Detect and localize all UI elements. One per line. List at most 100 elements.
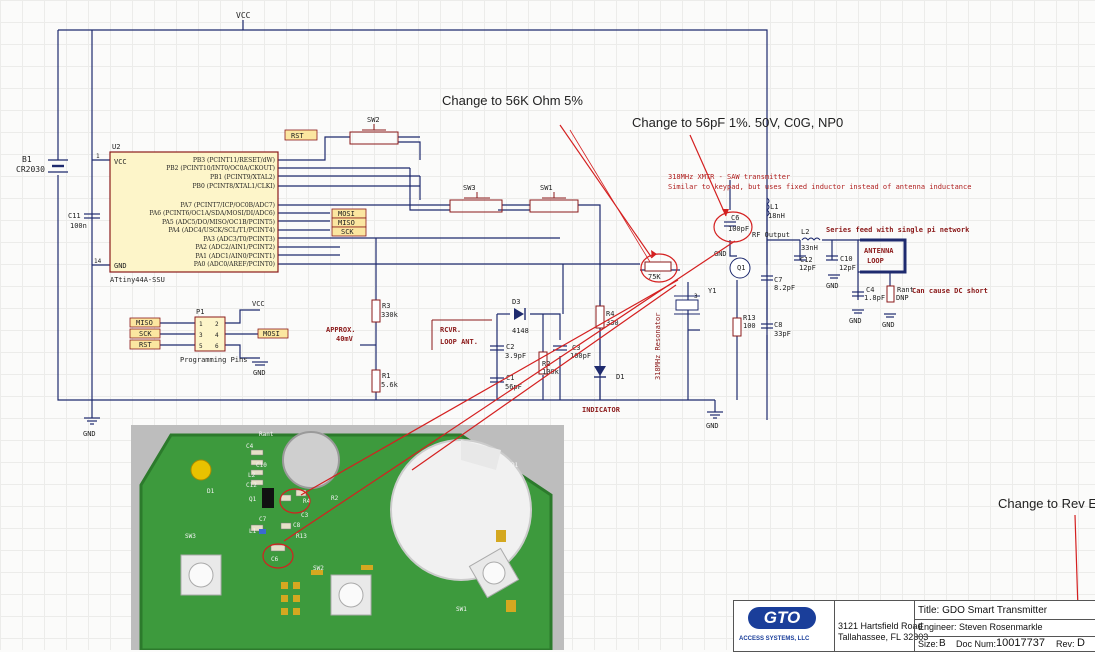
engineer: Engineer: Steven Rosenmarkle	[918, 622, 1043, 632]
gto-logo-sub: ACCESS SYSTEMS, LLC	[739, 636, 810, 642]
l1-ref: L1	[770, 203, 778, 211]
c11-ref: C11	[68, 212, 81, 220]
battery-ref: B1	[22, 155, 32, 164]
pcb-silkscreen-label: Rant	[259, 431, 274, 438]
doc-num-label: Doc Num:	[956, 639, 997, 649]
c6-value: 100pF	[728, 225, 749, 233]
vcc-top-label: VCC	[236, 11, 251, 20]
sw1-ref: SW1	[540, 184, 553, 192]
doc-num-value: 10017737	[996, 637, 1045, 649]
c3-ref: C3	[572, 344, 580, 352]
pcb-silkscreen-label: C4	[246, 443, 254, 450]
mcu-pin-label: PA4 (ADC4/USCK/SCL/T1/PCINT4)	[168, 227, 275, 234]
p1-pin: 5	[199, 343, 203, 350]
mcu-pin-label: PA2 (ADC2/AIN1/PCINT2)	[195, 244, 275, 251]
d1-ref: D1	[616, 373, 624, 381]
l1-inductor-symbol	[766, 197, 770, 217]
p1-header-body	[194, 316, 226, 352]
r75k-symbol	[644, 261, 672, 272]
gto-logo: GTO	[740, 607, 826, 633]
r1-ref: R1	[382, 372, 390, 380]
change-rev-note: Change to Rev E	[998, 496, 1095, 511]
l2-ref: L2	[801, 228, 809, 236]
size-value: B	[939, 638, 946, 649]
pcb-silkscreen-label: L1	[249, 528, 257, 535]
l1-value: 18nH	[768, 212, 785, 220]
series-feed-note: Series feed with single pi network	[826, 226, 970, 234]
rant-ref: Rant	[897, 286, 914, 294]
c6-ref: C6	[731, 214, 739, 222]
approx-label: APPROX.	[326, 326, 356, 334]
p1-sck-label: SCK	[139, 330, 152, 338]
gnd-label: GND	[83, 430, 96, 438]
gnd-icon	[84, 274, 896, 425]
change-resistor-note: Change to 56K Ohm 5%	[442, 93, 583, 108]
mosi-net-label: MOSI	[338, 210, 355, 218]
mcu-pin-label: PA7 (PCINT7/ICP/OC0B/ADC7)	[180, 202, 275, 209]
pcb-silkscreen-label: C12	[246, 482, 257, 489]
gnd-label: GND	[882, 321, 895, 329]
pcb-board: Rant C4 C10 L2 C12 Q1 R4 R2 C7 C8 L1 R13…	[139, 431, 553, 650]
sw3-symbol	[449, 192, 503, 213]
rst-net-label: RST	[291, 132, 304, 140]
size-label: Size:	[918, 639, 939, 649]
r3-symbol	[371, 299, 381, 323]
pcb-silkscreen-label: L2	[248, 472, 256, 479]
sw2-ref: SW2	[367, 116, 380, 124]
change-capacitor-note: Change to 56pF 1%. 50V, C0G, NP0	[632, 115, 844, 130]
mcu-pin-label: PB3 (PCINT11/RESET/dW)	[193, 157, 275, 164]
c12-ref: C12	[800, 256, 813, 264]
c7-ref: C7	[774, 276, 782, 284]
p1-miso-label: MISO	[136, 319, 153, 327]
xmtr-note-1: 318MHz XMTR - SAW transmitter	[668, 173, 790, 181]
r13-value: 100	[743, 322, 756, 330]
rcvr-label: RCVR.	[440, 326, 461, 334]
battery-value: CR2030	[16, 165, 45, 174]
q1-part	[262, 488, 274, 508]
antenna-loop-label: LOOP	[867, 257, 884, 265]
mcu-pin-label: PB0 (PCINT8/XTAL1/CLKI)	[193, 183, 275, 190]
switch-sw2	[330, 574, 372, 616]
rev-value: D	[1077, 637, 1085, 649]
pcb-silkscreen-label: R2	[331, 495, 339, 502]
p1-pin: 6	[215, 343, 219, 350]
title-block: GTO ACCESS SYSTEMS, LLC 3121 Hartsfield …	[733, 600, 1095, 652]
d3-value: 4148	[512, 327, 529, 335]
c8-value: 33pF	[774, 330, 791, 338]
pcb-silkscreen-label: B1	[511, 462, 519, 469]
p1-ref: P1	[196, 308, 204, 316]
xmtr-note-2: Similar to keypad, but uses fixed induct…	[668, 183, 971, 191]
pcb-silkscreen-label: C3	[301, 512, 309, 519]
p1-mosi-label: MOSI	[263, 330, 280, 338]
r1-symbol	[371, 369, 381, 393]
gnd-label: GND	[849, 317, 862, 325]
d1-led-symbol	[594, 366, 606, 376]
sw2-symbol	[349, 124, 399, 145]
mcu-pin-label: PA3 (ADC3/T0/PCINT3)	[203, 236, 275, 243]
p1-gnd-label: GND	[253, 369, 266, 377]
sck-net-label: SCK	[341, 228, 354, 236]
battery-symbol	[48, 159, 68, 173]
loop-ant-label: LOOP ANT.	[440, 338, 478, 346]
c8-ref: C8	[774, 321, 782, 329]
c11-value: 100n	[70, 222, 87, 230]
p1-vcc-label: VCC	[252, 300, 265, 308]
d3-ref: D3	[512, 298, 520, 306]
mcu-vcc-num: 1	[96, 153, 100, 160]
c4-value: 1.8pF	[864, 294, 885, 302]
address-line-2: Tallahassee, FL 32303	[838, 632, 929, 642]
pcb-silkscreen-label: Q1	[249, 496, 257, 503]
pcb-silkscreen-label: C10	[256, 462, 267, 469]
mcu-pin-label: PB2 (PCINT10/INT0/OC0A/CKOUT)	[166, 165, 275, 172]
r3-value: 330k	[381, 311, 399, 319]
gnd-label: GND	[826, 282, 839, 290]
y1-resonator-symbol	[675, 299, 699, 311]
p1-pin: 2	[215, 321, 219, 328]
gnd-label: GND	[706, 422, 719, 430]
r2-ref: R2	[542, 360, 550, 368]
mcu-body	[109, 151, 279, 273]
dc-short-note: Can cause DC short	[912, 287, 988, 295]
c10-ref: C10	[840, 255, 853, 263]
c1-value: 56pF	[505, 383, 522, 391]
rf-output-label: RF Output	[752, 231, 790, 239]
